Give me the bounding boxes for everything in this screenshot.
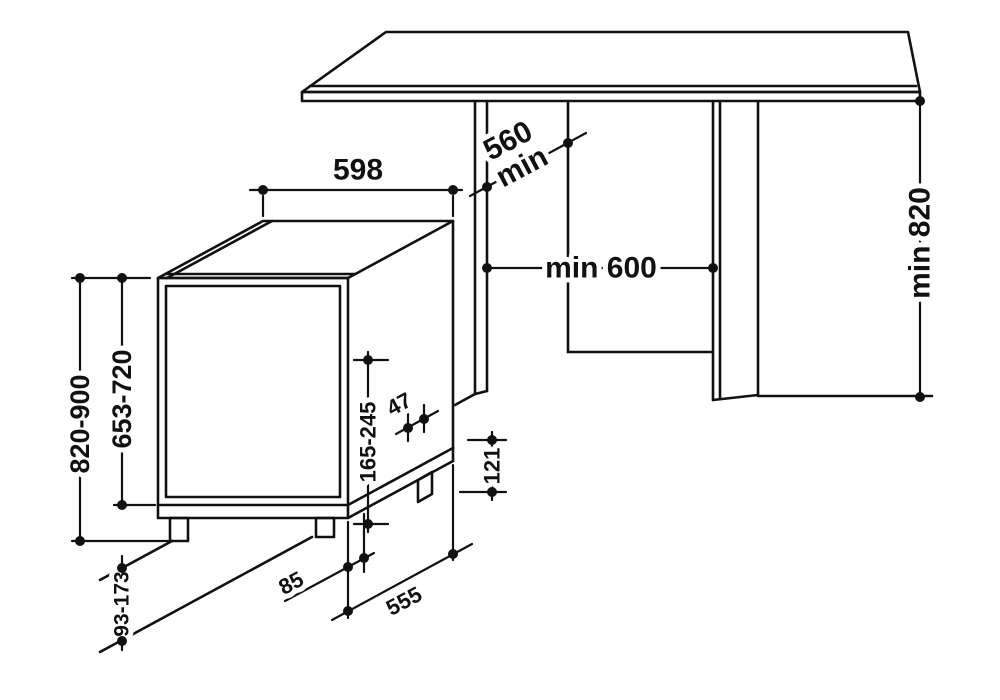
- dim-endpoint-dot: [708, 263, 718, 273]
- dishwasher-foot-front-right: [314, 516, 336, 539]
- dim-endpoint-dot: [915, 392, 925, 402]
- dim-endpoint-dot: [363, 519, 373, 529]
- dim-endpoint-dot: [117, 273, 127, 283]
- dim-side-clearance: 121: [458, 430, 510, 502]
- dim-endpoint-dot: [403, 423, 413, 433]
- dim-endpoint-dot: [487, 487, 497, 497]
- dim-endpoint-dot: [258, 185, 268, 195]
- dim-label-hose-zone: 165-245: [356, 402, 381, 483]
- dim-endpoint-dot: [563, 138, 573, 148]
- dim-endpoint-dot: [448, 185, 458, 195]
- dim-endpoint-dot: [343, 606, 353, 616]
- dim-endpoint-dot: [117, 636, 127, 646]
- countertop-front-edge: [300, 90, 922, 103]
- dim-plinth-height: 93-173: [106, 554, 139, 652]
- countertop-surface: [300, 30, 922, 94]
- dim-label-appliance-depth: 555: [382, 581, 426, 620]
- niche-right-panel: [711, 99, 934, 402]
- dim-door-height: 653-720: [102, 273, 157, 510]
- dim-endpoint-dot: [117, 563, 127, 573]
- dishwasher-foot-rear: [416, 470, 434, 504]
- dim-label-door-height: 653-720: [107, 349, 137, 448]
- dishwasher-front-face: [156, 276, 350, 520]
- dim-hose-zone: 165-245: [351, 350, 390, 534]
- dim-endpoint-dot: [117, 500, 127, 510]
- dishwasher-foot-front-left: [168, 516, 190, 543]
- dim-rear-clearance: 47: [377, 382, 440, 443]
- dim-endpoint-dot: [482, 182, 492, 192]
- dishwasher-side-bottom-edge: [346, 459, 455, 520]
- dim-endpoint-dot: [487, 435, 497, 445]
- dim-niche-height: min 820: [899, 96, 942, 402]
- dim-appliance-width: 598: [248, 149, 464, 218]
- countertop: [300, 30, 922, 103]
- dishwasher: [98, 219, 455, 654]
- dishwasher-side-seam: [346, 446, 455, 507]
- dim-endpoint-dot: [915, 96, 925, 106]
- dim-label-niche-height: min 820: [904, 187, 937, 299]
- dim-label-side-clearance: 121: [480, 448, 505, 485]
- dim-endpoint-dot: [75, 536, 85, 546]
- floor-edge-long: [98, 535, 314, 654]
- dim-endpoint-dot: [75, 273, 85, 283]
- dim-label-rear-clearance: 47: [382, 387, 415, 421]
- dim-label-appliance-height: 820-900: [65, 374, 95, 473]
- dishwasher-door-panel: [164, 284, 342, 499]
- dim-appliance-height: 820-900: [60, 273, 170, 546]
- dim-endpoint-dot: [419, 414, 429, 424]
- dim-endpoint-dot: [363, 355, 373, 365]
- dim-label-plinth-height: 93-173: [111, 571, 134, 636]
- dishwasher-top-face: [156, 219, 455, 280]
- dim-label-appliance-width: 598: [333, 154, 383, 187]
- dim-label-niche-width: min 600: [545, 252, 657, 285]
- dim-endpoint-dot: [448, 549, 458, 559]
- dim-door-recess: 85: [269, 551, 376, 605]
- dim-endpoint-dot: [482, 263, 492, 273]
- dim-label-door-recess: 85: [274, 566, 307, 600]
- floor-edge-front: [98, 539, 174, 582]
- niche-floor-edge: [453, 392, 477, 407]
- dim-niche-width: min 600: [482, 247, 718, 290]
